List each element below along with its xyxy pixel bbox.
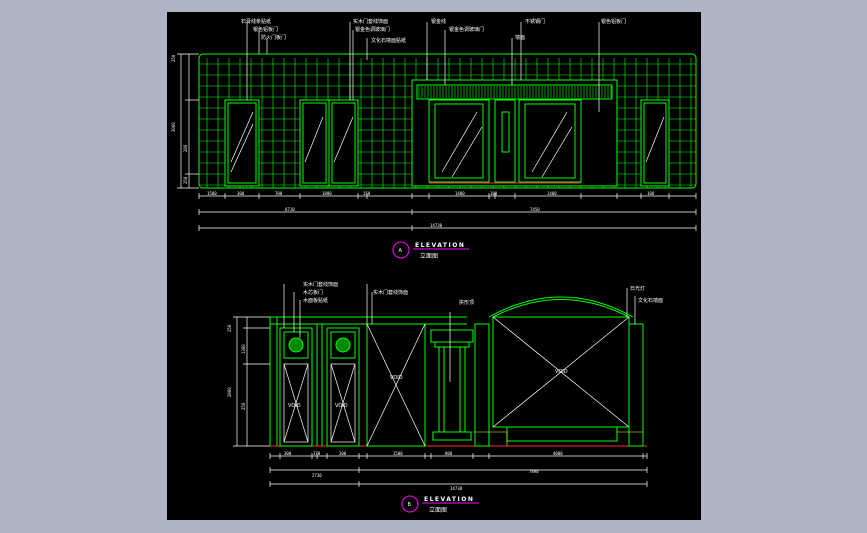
elevation-b-arch <box>473 296 644 447</box>
elevation-b-tag: B <box>408 502 412 508</box>
elevation-b-tag-circle <box>401 495 419 513</box>
drawing-sheet: 石膏线条贴纸 银色铝板门 防火门板门 实木门套线饰面 银金色调玻璃门 文化石墙面… <box>167 12 701 520</box>
elevation-a-door-right <box>640 99 670 187</box>
dim-a-b5: 150 <box>363 191 371 196</box>
callout-a-8: 银金色调玻璃门 <box>449 26 484 33</box>
elevation-b-column <box>430 312 490 447</box>
dim-a-b6: 1400 <box>455 191 465 196</box>
callout-b-7: 文化石墙面 <box>638 297 663 304</box>
dim-b-total-2: 7890 <box>529 469 539 474</box>
callout-a-11: 银色铝板门 <box>601 18 626 25</box>
elevation-a-storefront <box>411 79 618 187</box>
dim-a-total-2: 7450 <box>530 207 540 212</box>
callout-a-5: 银金色调玻璃门 <box>355 26 390 33</box>
elevation-a: 石膏线条贴纸 银色铝板门 防火门板门 实木门套线饰面 银金色调玻璃门 文化石墙面… <box>171 18 697 260</box>
dim-b-total-1: 2730 <box>312 473 322 478</box>
callout-b-5: 拱形顶 <box>459 299 474 306</box>
dim-a-b3: 700 <box>275 191 283 196</box>
elevation-a-tag-circle <box>392 241 410 259</box>
elevation-b-leaders <box>283 284 636 338</box>
void-label-1: VOID <box>288 403 301 409</box>
callout-b-2: 木芯板门 <box>303 289 323 296</box>
void-label-3: VOID <box>390 375 403 381</box>
dim-a-b4: 1800 <box>322 191 332 196</box>
elevation-b-door-1 <box>279 327 313 447</box>
callout-a-10: 墙面 <box>515 34 525 41</box>
dim-a-left-3: 280 <box>183 144 188 152</box>
callout-b-3: 木面板贴纸 <box>303 297 328 304</box>
void-label-2: VOID <box>335 403 348 409</box>
elevation-a-subtitle: 立面图 <box>420 252 438 260</box>
dim-a-total-1: 6710 <box>285 207 295 212</box>
dim-a-b7: 100 <box>490 191 498 196</box>
callout-b-1: 实木门套线饰面 <box>303 281 338 288</box>
elevation-a-title: ELEVATION <box>415 242 465 249</box>
elevation-a-left-dimensions <box>177 53 199 189</box>
elevation-a-bottom-dimensions <box>198 193 697 231</box>
elevation-a-leaders <box>246 22 600 112</box>
callout-a-7: 银金线 <box>431 18 446 25</box>
elevation-b-title: ELEVATION <box>424 496 474 503</box>
elevation-b-bottom-dimensions <box>269 453 648 487</box>
dim-b-left-2: 2800 <box>227 387 232 397</box>
elevation-b-void-panel <box>366 323 426 447</box>
dim-b-b5: 800 <box>445 451 453 456</box>
dim-a-left-4: 250 <box>183 176 188 184</box>
dim-a-b8: 1400 <box>547 191 557 196</box>
dim-b-left-1: 250 <box>227 324 232 332</box>
dim-a-left-2: 3000 <box>171 122 176 132</box>
dim-a-b2: 300 <box>237 191 245 196</box>
callout-a-3: 防火门板门 <box>261 34 286 41</box>
dim-b-left-4: 250 <box>241 402 246 410</box>
elevation-a-double-door <box>299 99 359 187</box>
dim-a-b1: 1500 <box>207 191 217 196</box>
cad-drawing: 石膏线条贴纸 银色铝板门 防火门板门 实木门套线饰面 银金色调玻璃门 文化石墙面… <box>171 18 697 514</box>
callout-a-6: 文化石墙面贴纸 <box>371 37 406 44</box>
elevation-b-subtitle: 立面图 <box>429 506 447 514</box>
dim-a-overall: 14730 <box>430 223 443 228</box>
dim-a-b9: 100 <box>647 191 655 196</box>
void-label-4: VOID <box>555 369 568 375</box>
dim-b-overall: 14730 <box>450 486 463 491</box>
callout-a-4: 实木门套线饰面 <box>353 18 388 25</box>
dim-b-b6: 4000 <box>553 451 563 456</box>
elevation-a-door-left <box>224 99 260 187</box>
elevation-b-left-dimensions <box>233 316 270 447</box>
callout-b-4: 实木门套线饰面 <box>373 289 408 296</box>
dim-b-b3: 300 <box>339 451 347 456</box>
elevation-b-door-2 <box>326 327 360 447</box>
dim-a-left-1: 250 <box>171 54 176 62</box>
callout-a-9: 不锈钢门 <box>525 18 545 25</box>
dim-b-b1: 300 <box>284 451 292 456</box>
dim-b-b4: 1500 <box>393 451 403 456</box>
dim-b-b2: 370 <box>313 451 321 456</box>
callout-a-1: 石膏线条贴纸 <box>241 18 271 25</box>
elevation-a-tag: A <box>399 248 403 254</box>
dim-b-left-3: 1300 <box>241 344 246 354</box>
elevation-b: VOID VOID VOID VOID 实木门套线饰面 木芯板门 木面板贴纸 实… <box>227 281 663 514</box>
callout-a-2: 银色铝板门 <box>253 26 278 33</box>
callout-b-6: 日光灯 <box>630 285 645 292</box>
